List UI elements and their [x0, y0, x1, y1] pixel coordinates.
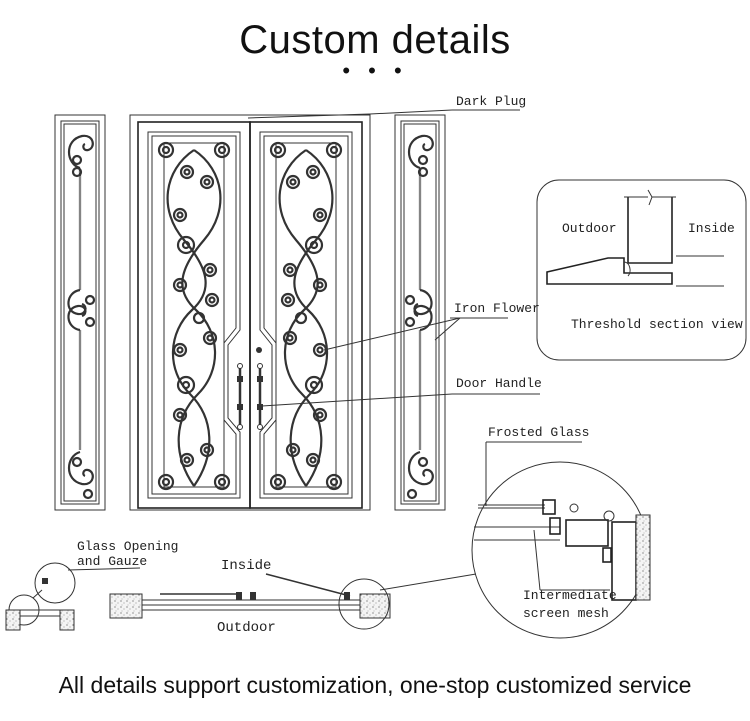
callout-lines — [247, 109, 540, 407]
left-leaf-ironwork — [157, 141, 231, 491]
intermediate-screen-label-line2: screen mesh — [523, 606, 609, 621]
glass-opening-label-line2: and Gauze — [77, 554, 147, 569]
sidelite-scroll-top — [67, 134, 94, 178]
threshold-caption: Threshold section view — [571, 317, 743, 332]
sidelite-scroll-bottom — [67, 450, 94, 500]
double-door — [129, 114, 371, 511]
frosted-glass-detail: Frosted Glass Intermediate screen mesh — [379, 425, 651, 639]
threshold-inside-label: Inside — [688, 221, 735, 236]
title-dots-divider: • • • — [342, 58, 408, 83]
glass-opening-label-line1: Glass Opening — [77, 539, 178, 554]
iron-flower-label: Iron Flower — [454, 301, 540, 316]
plan-outdoor-label: Outdoor — [217, 620, 276, 636]
page-title: Custom details — [239, 18, 511, 62]
left-sidelite — [54, 114, 106, 511]
frosted-glass-label: Frosted Glass — [488, 425, 589, 440]
glass-opening-plan-detail: Glass Opening and Gauze — [5, 539, 178, 631]
right-leaf-ironwork — [269, 141, 343, 491]
door-plan-view: Inside Outdoor — [109, 558, 391, 636]
intermediate-screen-label-line1: Intermediate — [523, 588, 617, 603]
door-handles — [237, 347, 263, 430]
threshold-section-view: Outdoor Inside Threshold section view — [536, 179, 747, 361]
sidelite-scroll-middle — [67, 288, 96, 332]
threshold-outdoor-label: Outdoor — [562, 221, 617, 236]
footer-tagline: All details support customization, one-s… — [58, 672, 692, 698]
plan-inside-label: Inside — [221, 558, 271, 574]
right-sidelite — [394, 114, 446, 511]
door-handle-label: Door Handle — [456, 376, 542, 391]
dark-plug-label: Dark Plug — [456, 94, 526, 109]
